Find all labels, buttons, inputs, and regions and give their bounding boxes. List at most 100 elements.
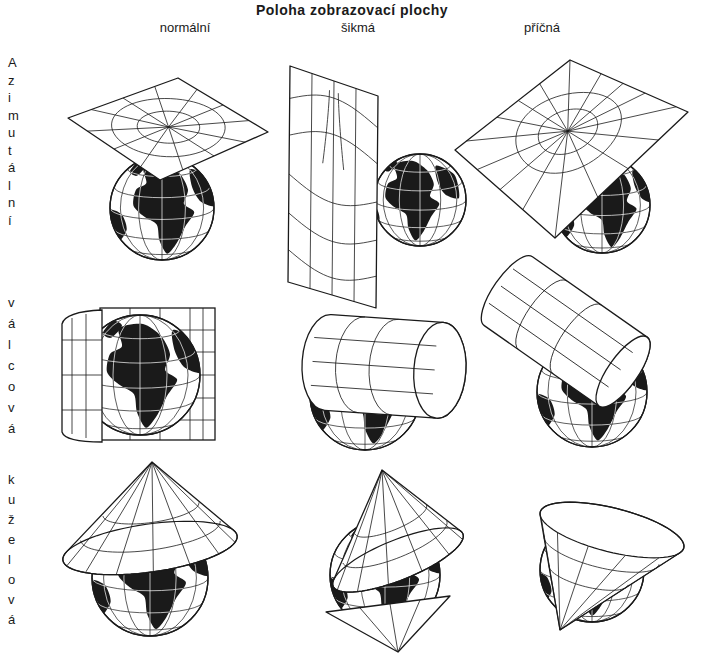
meridian-line (383, 154, 420, 246)
grid-line (366, 318, 399, 416)
grid-line (169, 89, 198, 127)
grid-line (560, 553, 680, 630)
cone-rim (540, 502, 684, 558)
cone-rim (333, 528, 464, 592)
grid-line (382, 470, 449, 555)
cone-outline (540, 502, 684, 630)
grid-line (289, 132, 377, 164)
row-label: kuželová (8, 470, 9, 630)
continent-shape (385, 161, 439, 241)
lower-cone-part (326, 596, 450, 652)
column-heading: šikmá (341, 20, 375, 35)
cylinder-opening (587, 329, 660, 415)
grid-line (86, 314, 87, 438)
cone-outline (333, 470, 464, 592)
grid-line (568, 131, 598, 197)
cone-outline (63, 462, 237, 575)
continent-shape (632, 169, 657, 204)
grid-line (169, 127, 215, 156)
column-heading: normální (160, 20, 211, 35)
grid-line (360, 608, 398, 652)
grid-line (343, 521, 447, 568)
row-label: válcová (8, 292, 9, 439)
continent-shape (106, 210, 126, 245)
parallel-line (100, 420, 179, 429)
grid-line (541, 296, 601, 373)
meridian-line (420, 154, 421, 246)
meridian-line (399, 154, 420, 246)
projection-cone (333, 470, 464, 592)
projection-plane (68, 78, 268, 180)
grid-line (354, 89, 356, 302)
meridian-line (140, 315, 167, 435)
cylinder-opening (411, 321, 470, 420)
grid-line (323, 90, 330, 163)
grid-line (288, 250, 376, 281)
grid-line (357, 470, 382, 592)
grid-line (116, 462, 152, 575)
grid-line (72, 318, 73, 434)
grid-line (355, 505, 427, 537)
grid-line (289, 213, 377, 244)
projection-cylinder (299, 313, 469, 420)
grid-line (516, 92, 622, 173)
grid-line (549, 565, 628, 590)
meridian-line (420, 154, 457, 246)
grid-line (169, 121, 249, 127)
grid-line (338, 93, 343, 170)
grid-line (332, 81, 334, 295)
grid-line (67, 462, 152, 566)
grid-line (538, 109, 597, 154)
cylinder-front-curl (62, 310, 102, 442)
continent-shape (88, 580, 111, 619)
grid-line (169, 127, 183, 170)
diagram-title: Poloha zobrazovací plochy (256, 2, 448, 18)
grid-line (560, 546, 588, 630)
grid-line (568, 60, 570, 131)
grid-line (137, 111, 199, 143)
meridian-line (420, 154, 441, 246)
projection-plane (455, 60, 688, 238)
grid-line (152, 462, 235, 542)
meridian-line (113, 315, 140, 435)
column-heading: příčná (524, 20, 560, 35)
grid-line (489, 303, 609, 387)
grid-line (337, 470, 382, 590)
continent-shape (533, 394, 555, 431)
grid-line (290, 95, 378, 128)
grid-line (544, 536, 659, 573)
grid-line (85, 462, 152, 573)
grid-line (112, 98, 226, 156)
row-label: Azimutální (8, 54, 9, 229)
grid-line (555, 131, 568, 238)
cylinder-outline (472, 248, 659, 414)
grid-line (332, 315, 365, 413)
plane-outline (68, 78, 268, 180)
grid-line (390, 604, 398, 652)
grid-line (87, 127, 168, 131)
grid-line (310, 74, 312, 289)
grid-line (81, 521, 220, 552)
grid-line (123, 98, 169, 127)
globe-rim (374, 154, 466, 246)
grid-line (568, 131, 628, 169)
grid-line (568, 131, 659, 140)
globe-outline (374, 154, 466, 246)
grid-line (541, 518, 560, 630)
grid-line (560, 558, 659, 630)
grid-line (62, 410, 102, 411)
grid-line (523, 131, 568, 209)
grid-line (568, 93, 645, 131)
grid-line (568, 74, 601, 131)
grid-line (382, 470, 463, 539)
projection-cone (63, 462, 237, 575)
projection-plane (288, 66, 378, 308)
grid-line (398, 600, 420, 652)
grid-line (62, 375, 102, 376)
projection-cone (540, 502, 684, 630)
grid-line (540, 84, 568, 131)
grid-line (500, 131, 568, 189)
plane-outline (455, 60, 688, 238)
